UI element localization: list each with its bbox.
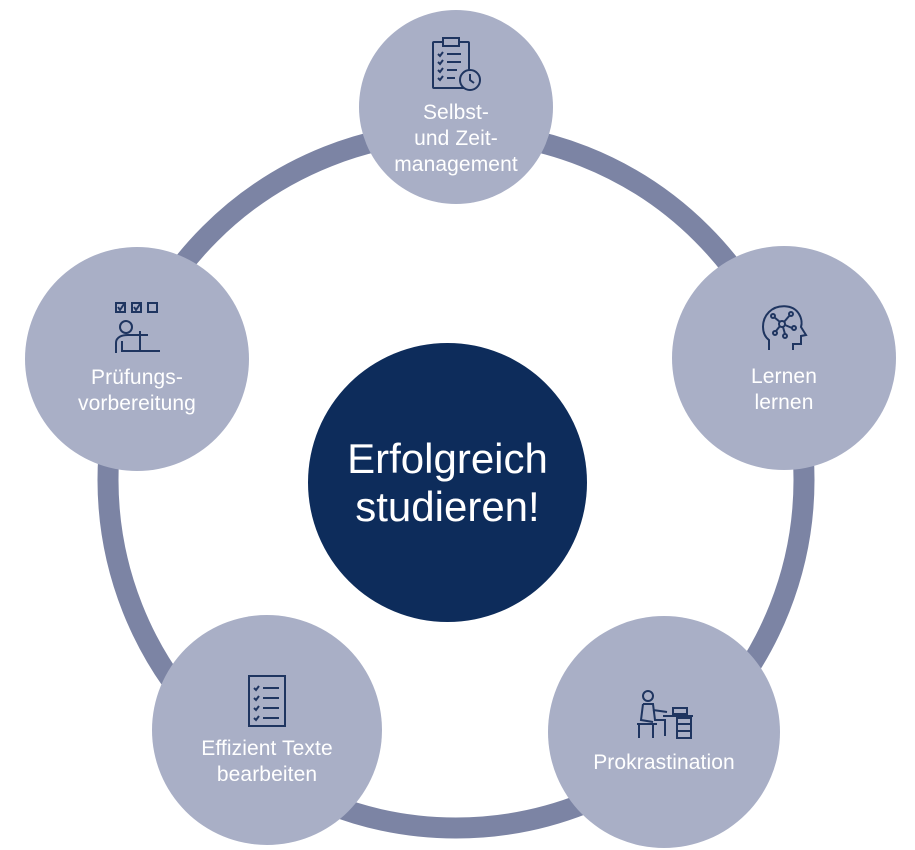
node-exam-preparation: Prüfungs- vorbereitung bbox=[25, 247, 249, 471]
node-time-management: Selbst- und Zeit- management bbox=[359, 10, 553, 204]
node-procrastination: Prokrastination bbox=[548, 616, 780, 848]
checklist-document-icon bbox=[248, 675, 286, 727]
clipboard-clock-icon bbox=[432, 37, 481, 91]
node-label: Selbst- und Zeit- management bbox=[394, 101, 518, 176]
node-label: Prokrastination bbox=[593, 751, 735, 774]
person-checkboxes-icon bbox=[115, 302, 160, 353]
center-title: Erfolgreich studieren! bbox=[347, 434, 548, 530]
node-label: Effizient Texte bearbeiten bbox=[201, 737, 333, 786]
center-circle: Erfolgreich studieren! bbox=[308, 343, 587, 622]
node-learning-to-learn: Lernen lernen bbox=[672, 246, 896, 470]
node-efficient-text-editing: Effizient Texte bearbeiten bbox=[152, 615, 382, 845]
node-label: Prüfungs- vorbereitung bbox=[78, 366, 196, 415]
node-label: Lernen lernen bbox=[751, 365, 817, 414]
person-at-desk-icon bbox=[637, 690, 693, 739]
brain-network-icon bbox=[762, 305, 808, 350]
